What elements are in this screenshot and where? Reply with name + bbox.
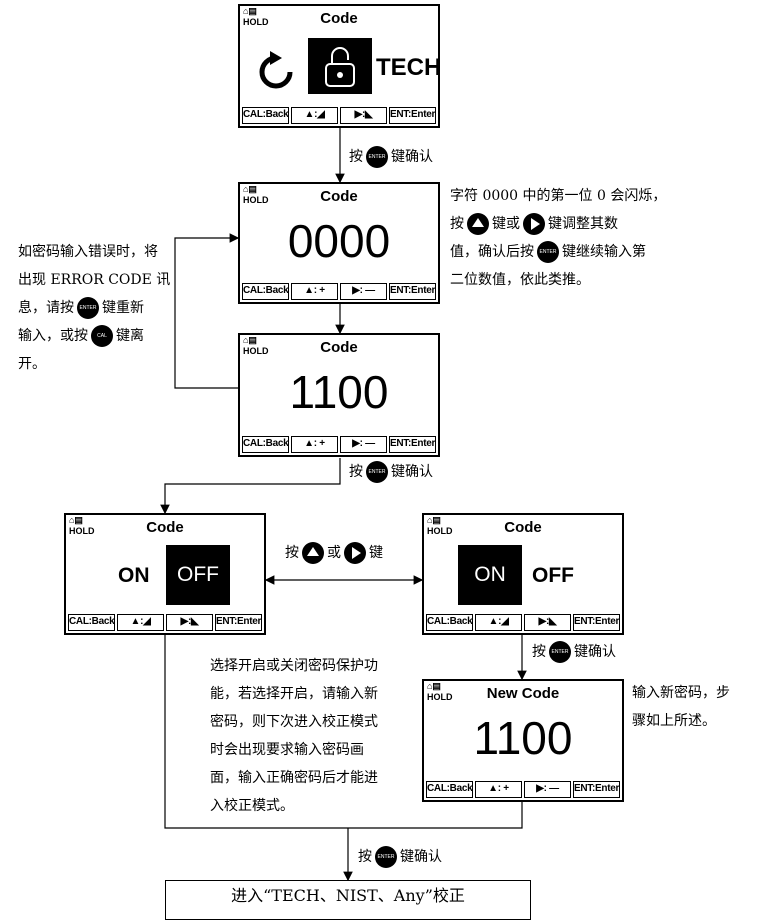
final-step-box: 进入“TECH、NIST、Any”校正 xyxy=(165,880,531,920)
screen-title: New Code xyxy=(486,685,560,702)
arrow-s3-s4 xyxy=(160,458,341,515)
screen-title: Code xyxy=(146,519,184,536)
new-code-value: 1100 xyxy=(473,712,573,764)
select-note: 选择开启或关闭密码保护功 能，若选择开启，请输入新 密码，则下次进入校正模式 时… xyxy=(210,658,378,814)
lcd-screen-6: ⌂▤HOLD New Code 1100 CAL:Back ▲: + ▶: — … xyxy=(422,679,624,802)
lcd-screen-4: ⌂▤HOLD Code ON OFF CAL:Back ▲:◢ ▶:◣ ENT:… xyxy=(64,513,266,635)
softkey-plus[interactable]: ▲: + xyxy=(475,781,522,798)
softkey-enter[interactable]: ENT:Enter xyxy=(389,283,436,300)
up-key-icon xyxy=(302,542,324,564)
code-value: 1100 xyxy=(289,366,389,418)
softkey-bar: CAL:Back ▲: + ▶: — ENT:Enter xyxy=(242,283,436,300)
off-option[interactable]: OFF xyxy=(532,564,574,587)
hold-indicator: ⌂▤HOLD xyxy=(69,515,95,536)
merge-line xyxy=(164,635,523,829)
on-option-selected[interactable]: ON xyxy=(458,545,522,605)
right-key-icon xyxy=(344,542,366,564)
enter-key-icon: ENTER xyxy=(375,846,397,868)
new-code-note: 输入新密码，步 骤如上所述。 xyxy=(632,685,730,729)
softkey-minus[interactable]: ▶: — xyxy=(340,436,387,453)
screen-title: Code xyxy=(320,188,358,205)
softkey-bar: CAL:Back ▲:◢ ▶:◣ ENT:Enter xyxy=(68,614,262,631)
enter-key-icon: ENTER xyxy=(537,241,559,263)
softkey-plus[interactable]: ▲: + xyxy=(291,436,338,453)
softkey-up[interactable]: ▲:◢ xyxy=(117,614,164,631)
softkey-enter[interactable]: ENT:Enter xyxy=(573,614,620,631)
softkey-right[interactable]: ▶:◣ xyxy=(340,107,387,124)
softkey-back[interactable]: CAL:Back xyxy=(242,283,289,300)
enter-key-icon: ENTER xyxy=(366,146,388,168)
softkey-minus[interactable]: ▶: — xyxy=(340,283,387,300)
final-step-text: 进入“TECH、NIST、Any”校正 xyxy=(231,886,465,905)
code-value: 0000 xyxy=(287,215,391,267)
softkey-back[interactable]: CAL:Back xyxy=(426,614,473,631)
lcd-screen-2: ⌂▤HOLD Code 0000 CAL:Back ▲: + ▶: — ENT:… xyxy=(238,182,440,304)
enter-key-icon: ENTER xyxy=(77,297,99,319)
screen-title: Code xyxy=(320,10,358,27)
softkey-bar: CAL:Back ▲:◢ ▶:◣ ENT:Enter xyxy=(426,614,620,631)
refresh-icon xyxy=(259,51,293,89)
softkey-back[interactable]: CAL:Back xyxy=(242,436,289,453)
softkey-right[interactable]: ▶:◣ xyxy=(166,614,213,631)
softkey-back[interactable]: CAL:Back xyxy=(242,107,289,124)
hold-indicator: ⌂▤HOLD xyxy=(243,6,269,27)
hold-indicator: ⌂▤HOLD xyxy=(243,335,269,356)
lcd-screen-5: ⌂▤HOLD Code ON OFF CAL:Back ▲:◢ ▶:◣ ENT:… xyxy=(422,513,624,635)
lcd-screen-1: ⌂▤HOLD Code TECH CAL:Back ▲:◢ ▶:◣ ENT:En… xyxy=(238,4,442,128)
softkey-back[interactable]: CAL:Back xyxy=(68,614,115,631)
toggle-note: 按或键 xyxy=(285,541,383,565)
softkey-up[interactable]: ▲:◢ xyxy=(475,614,522,631)
screen-title: Code xyxy=(320,339,358,356)
enter-key-icon: ENTER xyxy=(549,641,571,663)
softkey-plus[interactable]: ▲: + xyxy=(291,283,338,300)
softkey-up[interactable]: ▲:◢ xyxy=(291,107,338,124)
up-key-icon xyxy=(467,213,489,235)
softkey-minus[interactable]: ▶: — xyxy=(524,781,571,798)
hold-indicator: ⌂▤HOLD xyxy=(427,515,453,536)
softkey-bar: CAL:Back ▲:◢ ▶:◣ ENT:Enter xyxy=(242,107,436,124)
softkey-enter[interactable]: ENT:Enter xyxy=(389,107,436,124)
softkey-enter[interactable]: ENT:Enter xyxy=(389,436,436,453)
hold-indicator: ⌂▤HOLD xyxy=(243,184,269,205)
error-loop-line xyxy=(174,233,240,389)
softkey-enter[interactable]: ENT:Enter xyxy=(215,614,262,631)
screen-title: Code xyxy=(504,519,542,536)
enter-key-icon: ENTER xyxy=(366,461,388,483)
tech-label: TECH xyxy=(376,54,442,81)
right-key-icon xyxy=(523,213,545,235)
softkey-bar: CAL:Back ▲: + ▶: — ENT:Enter xyxy=(242,436,436,453)
lcd-screen-3: ⌂▤HOLD Code 1100 CAL:Back ▲: + ▶: — ENT:… xyxy=(238,333,440,457)
hold-indicator: ⌂▤HOLD xyxy=(427,681,453,702)
softkey-bar: CAL:Back ▲: + ▶: — ENT:Enter xyxy=(426,781,620,798)
softkey-back[interactable]: CAL:Back xyxy=(426,781,473,798)
lock-icon xyxy=(308,38,372,94)
cal-key-icon: CAL xyxy=(91,325,113,347)
on-option[interactable]: ON xyxy=(118,564,150,587)
softkey-enter[interactable]: ENT:Enter xyxy=(573,781,620,798)
softkey-right[interactable]: ▶:◣ xyxy=(524,614,571,631)
off-option-selected[interactable]: OFF xyxy=(166,545,230,605)
